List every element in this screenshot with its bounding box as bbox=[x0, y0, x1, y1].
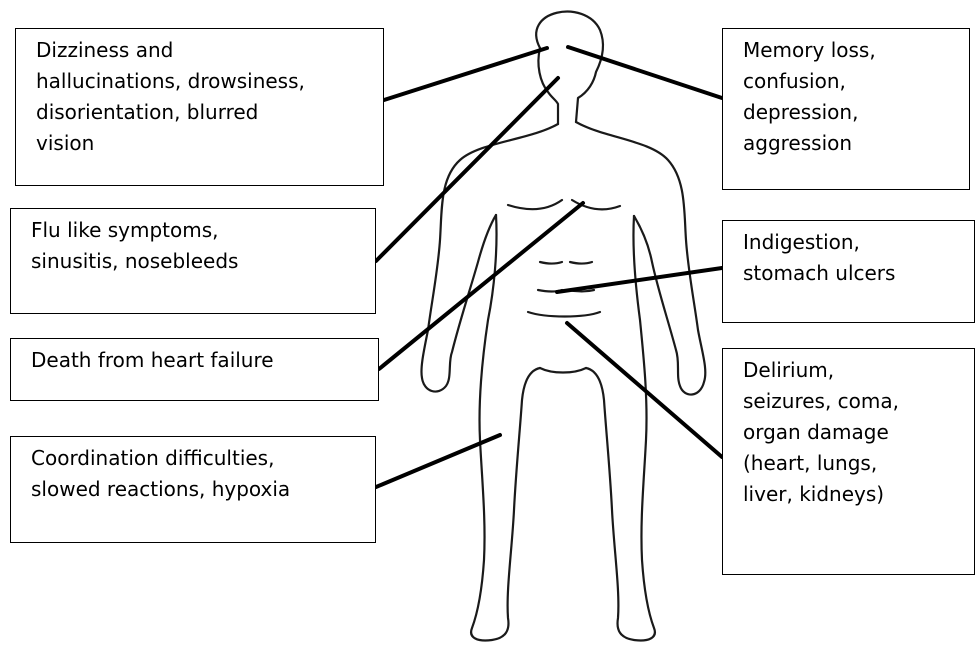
pointer-line-head-right bbox=[568, 47, 722, 98]
pointer-line-stomach bbox=[557, 268, 722, 292]
label-box-head-right: Memory loss, confusion, depression, aggr… bbox=[722, 28, 970, 190]
torso-left-outline bbox=[421, 124, 558, 392]
pointer-line-head-left bbox=[384, 48, 547, 100]
label-box-heart: Death from heart failure bbox=[10, 338, 379, 401]
chest-line bbox=[508, 200, 562, 209]
pointer-line-nose bbox=[376, 78, 558, 261]
label-box-head-left: Dizziness and hallucinations, drowsiness… bbox=[15, 28, 384, 186]
head-outline bbox=[536, 12, 603, 122]
crotch-outline bbox=[540, 368, 586, 373]
abs-line bbox=[540, 262, 562, 264]
label-box-nose: Flu like symptoms, sinusitis, nosebleeds bbox=[10, 208, 376, 314]
label-box-stomach: Indigestion, stomach ulcers bbox=[722, 220, 975, 323]
pointer-line-organs bbox=[567, 323, 722, 457]
torso-right-outline bbox=[576, 122, 705, 395]
waist-line bbox=[528, 312, 600, 317]
label-box-organs: Delirium, seizures, coma, organ damage (… bbox=[722, 348, 975, 575]
label-box-legs: Coordination difficulties, slowed reacti… bbox=[10, 436, 376, 543]
left-leg-outline bbox=[471, 215, 540, 641]
abs-line-right bbox=[570, 262, 592, 264]
